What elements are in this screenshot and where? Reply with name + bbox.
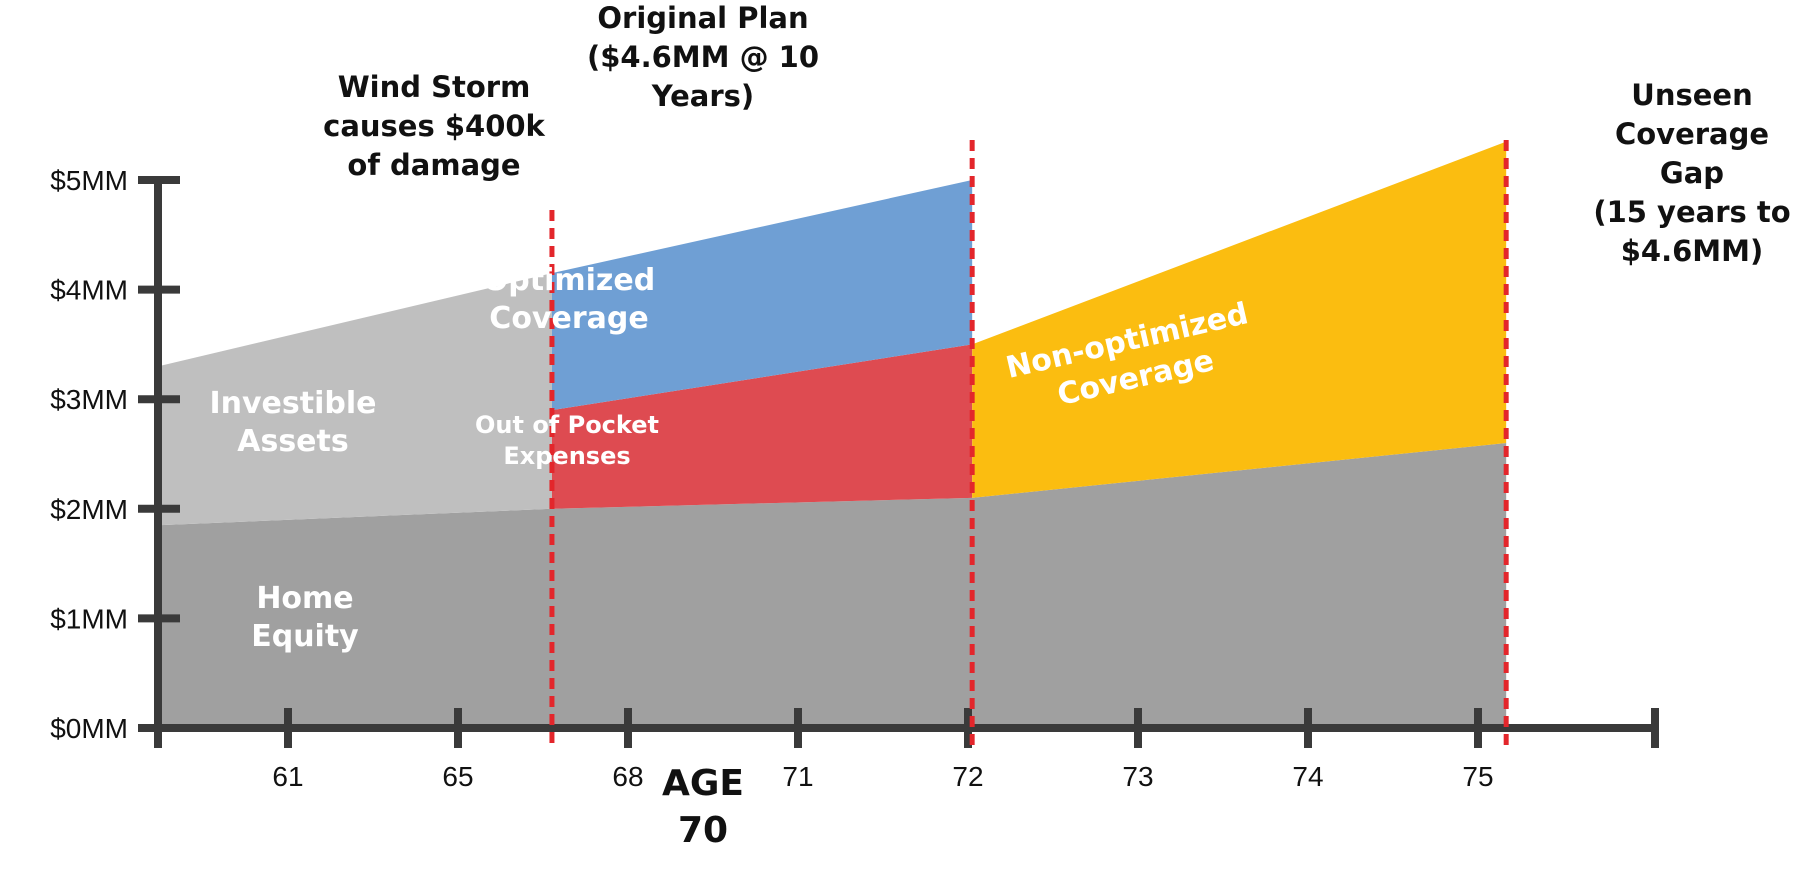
axes-layer: $0MM $1MM $2MM $3MM $4MM $5MM 61 65 68 71 72 73 74 75	[50, 165, 1659, 792]
area-investible-assets	[158, 273, 552, 526]
y-tick-label: $0MM	[50, 713, 128, 744]
x-tick-label: 61	[272, 761, 303, 792]
y-tick-label: $5MM	[50, 165, 128, 196]
x-tick-label: 73	[1122, 761, 1153, 792]
x-tick-label: 74	[1292, 761, 1323, 792]
area-non-optimized-coverage	[972, 141, 1507, 498]
event-lines-layer	[549, 140, 1509, 748]
x-tick-label: 68	[612, 761, 643, 792]
y-tick-label: $3MM	[50, 384, 128, 415]
x-tick-label: 72	[952, 761, 983, 792]
x-tick-label: 75	[1462, 761, 1493, 792]
area-out-of-pocket-expenses	[551, 344, 973, 509]
y-tick-label: $1MM	[50, 603, 128, 634]
x-tick-label: 65	[442, 761, 473, 792]
area-layer	[158, 141, 1507, 728]
y-tick-label: $4MM	[50, 275, 128, 306]
y-tick-label: $2MM	[50, 494, 128, 525]
area-home-equity	[158, 443, 1507, 728]
x-tick-label: 71	[782, 761, 813, 792]
area-optimized-coverage	[551, 180, 973, 411]
